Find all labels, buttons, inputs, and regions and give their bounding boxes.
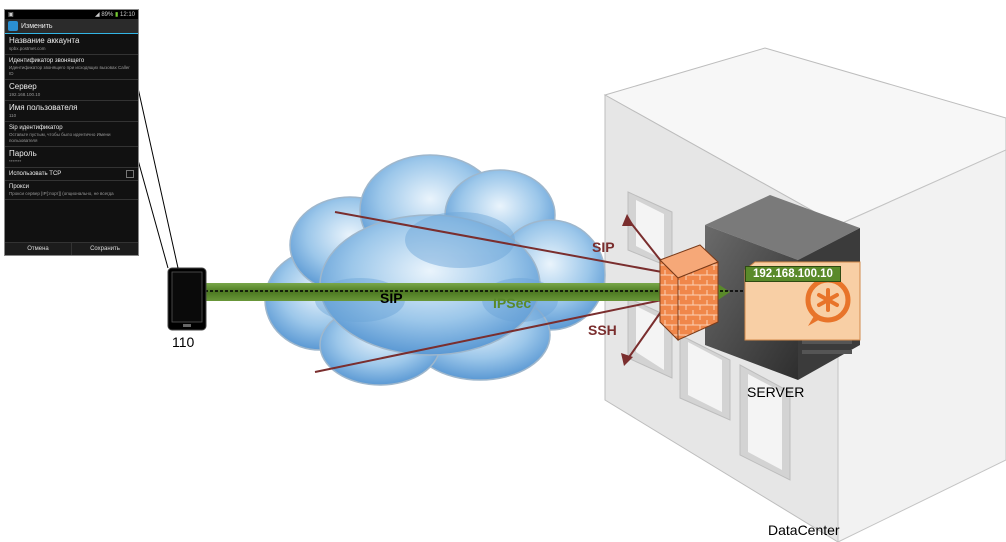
server-label: SERVER (747, 384, 805, 400)
phone-settings-screenshot: ▣ ◢ 89% ▮ 12:10 Изменить Название аккаун… (5, 10, 138, 255)
ipsec-label: IPSec (493, 295, 532, 311)
extension-label: 110 (172, 334, 195, 350)
button-row: Отмена Сохранить (5, 242, 138, 255)
setting-account-name[interactable]: Название аккаунта spbx.postmet.com (5, 34, 138, 55)
internet-cloud (264, 154, 606, 386)
server-ip-badge: 192.168.100.10 (745, 266, 841, 282)
action-bar: Изменить (5, 19, 138, 34)
setting-caller-id[interactable]: Идентификатор звонящего Идентификатор зв… (5, 55, 138, 80)
battery-level: 89% (101, 12, 114, 18)
action-title: Изменить (21, 22, 53, 30)
tcp-checkbox[interactable] (126, 170, 134, 178)
battery-icon: ▮ (115, 12, 119, 18)
save-button[interactable]: Сохранить (71, 243, 138, 255)
phone-device (167, 267, 207, 331)
app-icon (8, 21, 18, 31)
setting-sip-id[interactable]: Sip идентификатор Оставьте пустым, чтобы… (5, 122, 138, 147)
notification-icon: ▣ (8, 12, 14, 18)
setting-username[interactable]: Имя пользователя 110 (5, 101, 138, 122)
blocked-sip-label: SIP (592, 239, 615, 255)
setting-password[interactable]: Пароль ******* (5, 147, 138, 168)
setting-use-tcp[interactable]: Использовать TCP (5, 168, 138, 181)
firewall (659, 244, 719, 342)
tunnel-sip-label: SIP (380, 290, 403, 306)
cancel-button[interactable]: Отмена (27, 246, 49, 252)
callout-lines (4, 9, 179, 269)
status-time: 12:10 (119, 12, 135, 18)
status-bar: ▣ ◢ 89% ▮ 12:10 (5, 10, 138, 19)
setting-server[interactable]: Сервер 192.168.100.10 (5, 80, 138, 101)
signal-icon: ◢ (95, 12, 100, 18)
blocked-ssh-label: SSH (588, 322, 617, 338)
datacenter-label: DataCenter (768, 522, 840, 538)
blocked-traffic-lines (314, 211, 666, 373)
setting-proxy[interactable]: Прокси Прокси сервер [IP[:порт]] (опцион… (5, 181, 138, 200)
